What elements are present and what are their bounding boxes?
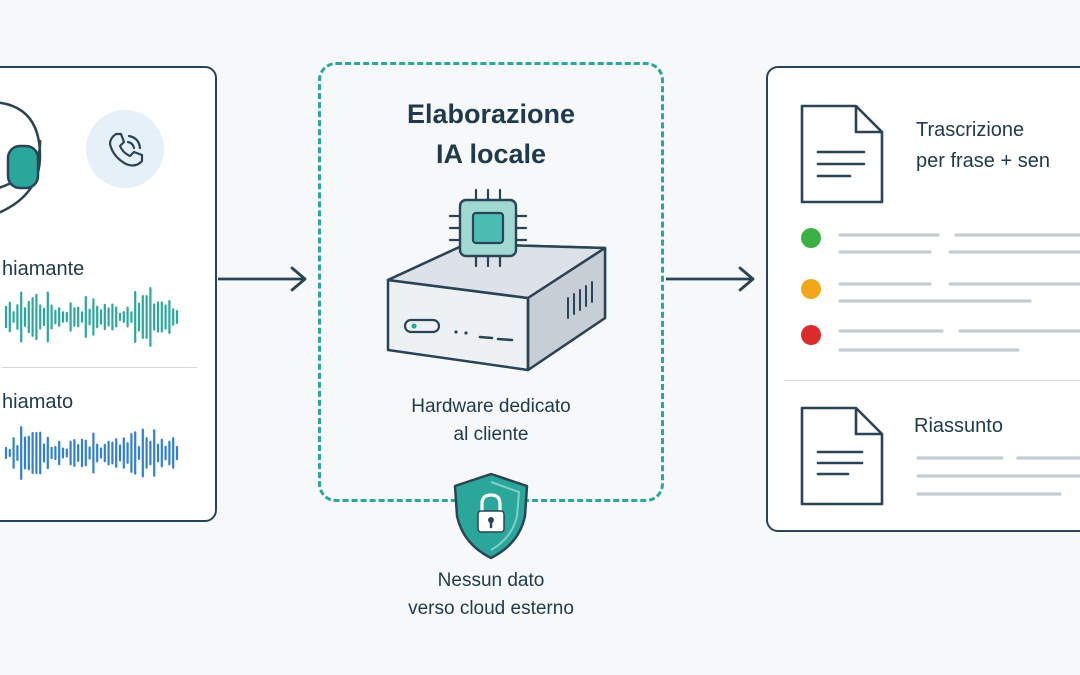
shield-lock-icon bbox=[453, 472, 529, 560]
transcript-title-line2: per frase + sen bbox=[916, 150, 1050, 172]
callee-waveform bbox=[4, 426, 179, 480]
status-dot bbox=[801, 228, 821, 248]
document-icon bbox=[800, 406, 884, 506]
chip-icon bbox=[448, 188, 528, 268]
transcript-lines bbox=[801, 228, 1080, 352]
no-cloud-caption-line2: verso cloud esterno bbox=[408, 598, 574, 619]
headset-icon bbox=[0, 101, 42, 214]
center-title-line1: Elaborazione bbox=[406, 99, 576, 129]
audio-sources-panel: hiamante hiamato bbox=[0, 66, 217, 522]
caller-label: hiamante bbox=[2, 258, 85, 280]
callee-label: hiamato bbox=[2, 391, 74, 413]
summary-title: Riassunto bbox=[914, 415, 1003, 437]
hardware-caption-line2: al cliente bbox=[453, 424, 529, 445]
panel-divider bbox=[2, 367, 197, 368]
output-panel: Trascrizione per frase + sen Riassunto bbox=[766, 66, 1080, 532]
flow-arrow-right bbox=[666, 266, 755, 292]
center-title-line2: IA locale bbox=[435, 139, 547, 169]
server-box-icon bbox=[386, 242, 607, 372]
document-icon bbox=[800, 104, 884, 204]
status-dot bbox=[801, 325, 821, 345]
no-cloud-caption-line1: Nessun dato bbox=[437, 570, 545, 591]
caller-waveform bbox=[4, 287, 179, 347]
phone-icon bbox=[108, 132, 144, 167]
transcript-title-line1: Trascrizione bbox=[916, 119, 1025, 141]
status-dot bbox=[801, 279, 821, 299]
output-divider bbox=[784, 380, 1080, 381]
phone-icon-circle bbox=[86, 110, 164, 188]
summary-lines bbox=[916, 456, 1080, 496]
flow-arrow-left bbox=[218, 266, 307, 292]
hardware-caption-line1: Hardware dedicato bbox=[411, 396, 571, 417]
